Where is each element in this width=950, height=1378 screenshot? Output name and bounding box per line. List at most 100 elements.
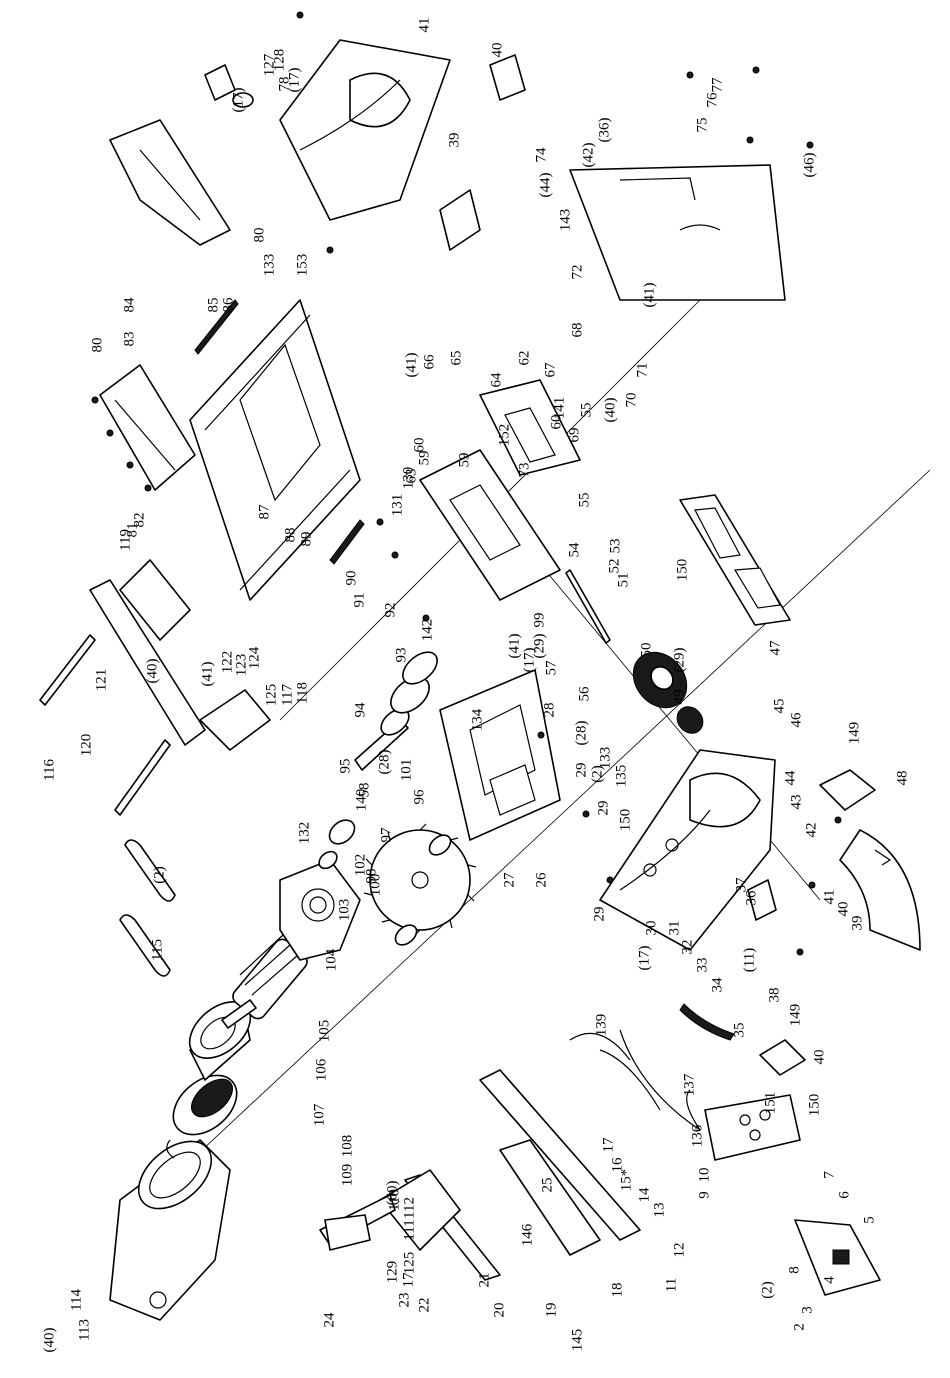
part-callout: 84 [121,297,137,313]
part-callout: 32 [679,940,695,955]
part-callout: 95 [337,759,353,774]
knob-77 [204,64,236,101]
part-callout: 2 [791,1323,807,1331]
part-callout: 13 [651,1203,667,1218]
part-callout: (40) [602,398,618,423]
part-callout: 29 [591,907,607,922]
part-callout: 112 [401,1197,417,1219]
part-callout: 153 [294,254,310,277]
part-callout: (17) [230,88,246,113]
part-callout: 150 [674,559,690,582]
part-callout: 103 [336,899,352,922]
part-callout: 108 [339,1135,355,1158]
part-callout: 60 [548,415,564,430]
part-callout: 20 [491,1303,507,1318]
part-callout: 140 [353,789,369,812]
wrench-113 [119,914,171,977]
part-callout: 44 [782,770,798,786]
part-callout: 106 [313,1058,329,1081]
part-callout: (41) [641,283,657,308]
part-callout: 53 [607,539,623,554]
part-callout: 122 [219,651,235,674]
part-callout: 94 [352,702,368,718]
part-callout: 113 [76,1319,92,1341]
part-callout: 74 [533,147,549,163]
part-callout: 146 [519,1223,535,1246]
part-callout: 73 [516,463,532,478]
part-callout: 145 [569,1329,585,1352]
part-callout: 43 [788,795,804,810]
part-callout: 35 [731,1023,747,1038]
part-callout: (2) [589,765,605,783]
part-callout: 46 [788,712,804,728]
part-callout: (28) [376,750,392,775]
part-callout: 45 [771,699,787,714]
part-callout: 31 [666,921,682,936]
part-callout: 9 [696,1191,712,1199]
part-callout: 86 [220,297,236,313]
cable-137 [599,1049,661,1111]
part-callout: 49 [671,690,687,705]
blade-guard-bracket [279,39,451,221]
part-callout: (41) [506,634,522,659]
table-top [189,299,365,601]
part-callout: 5 [861,1216,877,1224]
part-callout: 128 [271,49,287,72]
part-callout: 136 [689,1124,705,1147]
spindle-assembly [318,651,438,870]
part-callout: 70 [623,393,639,408]
part-callout: 123 [233,654,249,677]
part-callout: 48 [894,771,910,786]
part-callout: 150 [617,809,633,832]
part-callout: 101 [398,759,414,782]
part-callout: 57 [543,660,559,676]
part-callout: 68 [569,323,585,338]
part-callout: 18 [609,1283,625,1298]
part-callout: 11 [663,1278,679,1292]
guide-rod [39,634,96,706]
part-callout: 27 [501,872,517,888]
part-callout: 34 [709,977,725,993]
part-callout: 142 [419,619,435,642]
bevel-scale [839,829,921,951]
part-callout: 129 [384,1261,400,1284]
part-callout: (44) [537,173,553,198]
part-callout: 85 [205,298,221,313]
part-callout: 59 [416,451,432,466]
part-callout: 33 [694,958,710,973]
part-callout: 50 [638,643,654,658]
part-callout: 54 [566,542,582,558]
part-callout: (29) [531,634,547,659]
part-callout: 12 [671,1243,687,1258]
part-callout: 4 [821,1276,837,1284]
part-callout: 23 [396,1293,412,1308]
part-callout: 87 [256,504,272,520]
riving-knife [109,119,231,246]
part-callout: 102 [352,854,368,877]
part-callout: 42 [803,823,819,838]
miter-gauge-head [379,1169,461,1251]
switch-plate [794,1219,881,1296]
part-callout: 16 [609,1157,625,1173]
part-callout: 77 [709,77,725,93]
part-callout: 104 [323,948,339,971]
tilt-lock-bracket [819,769,876,811]
part-callout: 80 [251,228,267,243]
fasteners [91,11,842,956]
part-callouts: 2345678(2)9101112131415*1617181920212223… [41,18,910,1353]
part-callout: 25 [539,1178,555,1193]
part-callout: 64 [488,372,504,388]
rail-25 [479,1069,641,1241]
part-callout: 109 [339,1164,355,1187]
handle-24 [324,1214,371,1251]
part-callout: 96 [411,789,427,805]
part-callout: 80 [89,338,105,353]
part-callout: 76 [704,92,720,108]
part-callout: (2) [151,866,167,884]
part-callout: 62 [516,351,532,366]
part-callout: 92 [382,603,398,618]
part-callout: 69 [566,428,582,443]
part-callout: 81 [124,523,140,538]
part-callout: 98 [363,869,379,884]
part-callout: 10 [696,1168,712,1183]
